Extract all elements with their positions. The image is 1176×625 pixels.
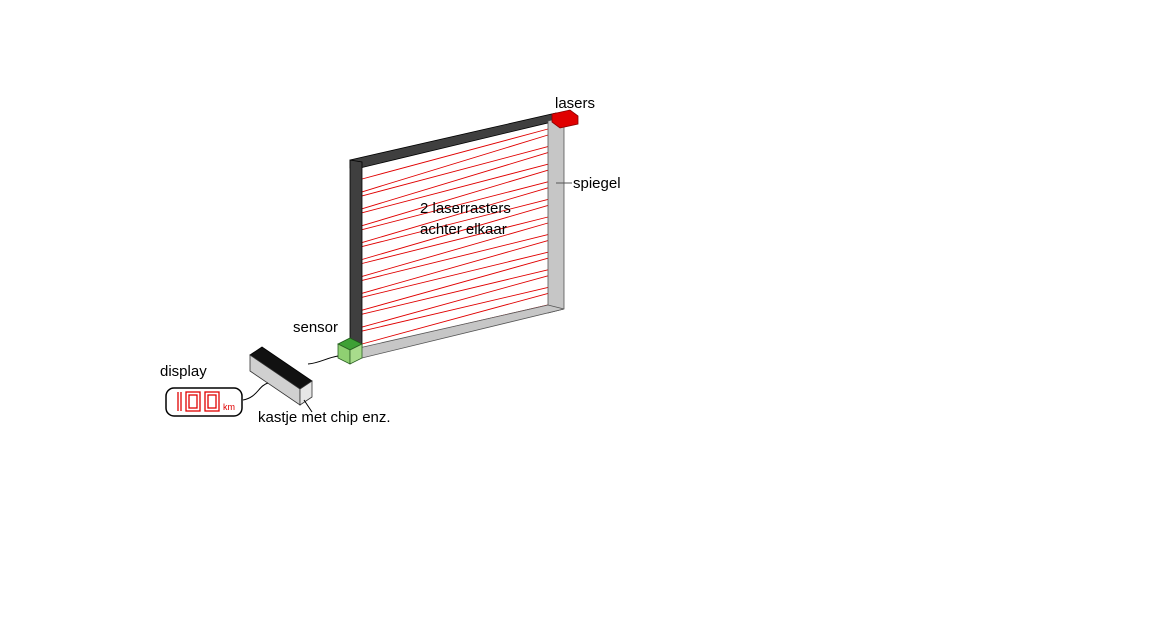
box-end: [299, 380, 313, 406]
laser-beam: [361, 187, 549, 244]
label-grid-line1: 2 laserrasters: [420, 200, 511, 217]
laser-beam: [361, 216, 549, 264]
laser-beam: [361, 152, 549, 210]
sensor-side: [349, 343, 363, 365]
label-spiegel: spiegel: [573, 175, 621, 192]
laser-beam: [361, 198, 549, 248]
laser-beam: [361, 222, 549, 277]
laser-beam: [361, 257, 549, 311]
label-display: display: [160, 363, 207, 380]
laser-beam: [361, 169, 549, 227]
cable-box-display: [242, 382, 269, 401]
laser-beam: [361, 146, 549, 197]
laser-beam: [361, 275, 549, 328]
laser-beam: [361, 234, 549, 281]
laser-beam: [361, 286, 549, 332]
frame-left-post: [349, 159, 363, 353]
laser-emitter: [551, 109, 579, 129]
laser-beams: [361, 124, 563, 349]
label-lasers: lasers: [555, 95, 595, 112]
laser-beam: [361, 204, 549, 260]
label-sensor: sensor: [293, 319, 338, 336]
laser-beam: [361, 240, 549, 294]
laser-beam: [361, 269, 549, 315]
display-unit: km: [223, 402, 235, 412]
mirror-post: [547, 116, 565, 314]
laser-beam: [361, 128, 549, 180]
label-box: kastje met chip enz.: [258, 409, 391, 426]
laser-beam: [361, 134, 549, 193]
label-grid-line2: achter elkaar: [420, 221, 507, 238]
box-leader: [303, 399, 313, 413]
laser-beam: [361, 163, 549, 214]
display-digits: [177, 391, 220, 412]
laser-beam: [361, 292, 549, 345]
cable-sensor-box: [307, 355, 339, 365]
display-panel: [165, 387, 243, 417]
laser-beam: [361, 181, 549, 231]
laser-beam: [361, 251, 549, 298]
frame-interior: [362, 123, 548, 350]
